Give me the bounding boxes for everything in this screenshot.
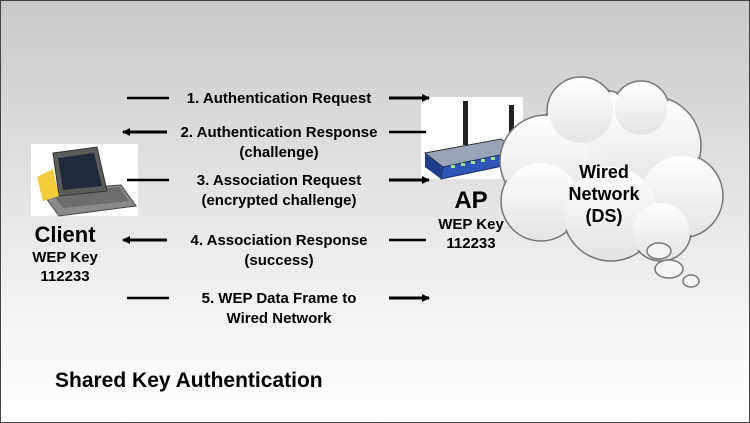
ap-label: AP WEP Key 112233 [425, 187, 517, 253]
message-3-line2: (encrypted challenge) [201, 192, 357, 209]
message-4: 4. Association Response (success) [139, 231, 419, 271]
cloud-line1: Wired [579, 162, 629, 182]
client-name: Client [34, 222, 96, 247]
message-5: 5. WEP Data Frame to Wired Network [139, 289, 419, 329]
client-label: Client WEP Key 112233 [17, 222, 113, 286]
message-3-line1: 3. Association Request [196, 172, 362, 189]
message-2: 2. Authentication Response (challenge) [139, 123, 419, 163]
message-1-line1: 1. Authentication Request [186, 90, 372, 107]
message-2-line2: (challenge) [239, 144, 319, 161]
client-key-label: WEP Key [32, 249, 98, 266]
message-3: 3. Association Request (encrypted challe… [139, 171, 419, 211]
message-2-line1: 2. Authentication Response [180, 124, 378, 141]
message-4-line1: 4. Association Response [190, 232, 368, 249]
cloud-label: Wired Network (DS) [549, 161, 659, 227]
message-5-line2: Wired Network [226, 310, 332, 327]
message-1: 1. Authentication Request [139, 89, 419, 109]
message-5-line1: 5. WEP Data Frame to [201, 290, 357, 307]
ap-key-label: WEP Key [438, 216, 504, 233]
diagram-caption: Shared Key Authentication [55, 369, 323, 392]
ap-name: AP [454, 187, 488, 214]
cloud-line2: Network [568, 184, 640, 204]
cloud-line3: (DS) [585, 206, 623, 226]
ap-key-value: 112233 [446, 235, 496, 252]
message-4-line2: (success) [244, 252, 314, 269]
client-key-value: 112233 [40, 268, 90, 285]
